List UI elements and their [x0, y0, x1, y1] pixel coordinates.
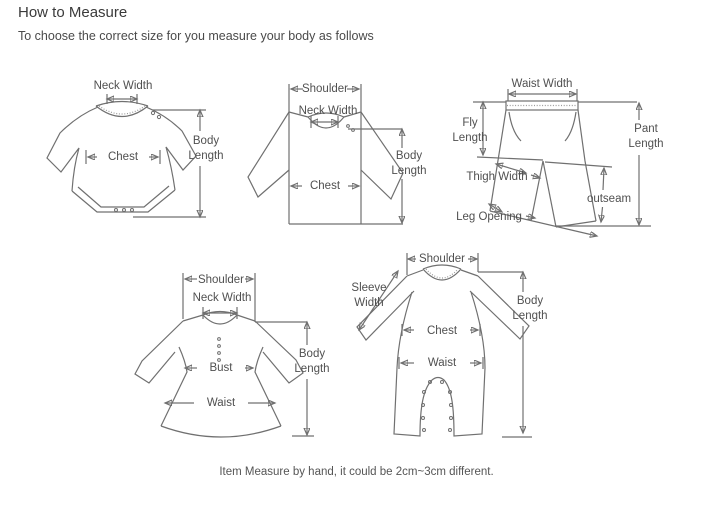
label-dress-neck-width: Neck Width [192, 292, 252, 304]
label-pants-leg-opening: Leg Opening [456, 211, 522, 223]
measure-note: Item Measure by hand, it could be 2cm~3c… [219, 466, 494, 478]
label-dress-waist: Waist [206, 397, 236, 409]
label-shirt-body-length: Body Length [391, 150, 427, 178]
label-dress-body-length: Body Length [294, 348, 330, 376]
label-romper-sleeve-width: Sleeve Width [351, 282, 387, 310]
label-shirt-shoulder: Shoulder [301, 83, 349, 95]
label-dress-bust: Bust [209, 362, 233, 374]
label-shirt-chest: Chest [309, 180, 341, 192]
page-title: How to Measure [18, 4, 128, 21]
label-romper-shoulder: Shoulder [418, 253, 466, 265]
romper-drawing [356, 253, 532, 438]
label-bodysuit-body-length: Body Length [188, 135, 224, 163]
label-pants-outseam: outseam [586, 193, 632, 205]
label-pants-thigh-width: Thigh Width [466, 171, 528, 183]
label-bodysuit-neck-width: Neck Width [93, 80, 153, 92]
label-pants-pant-length: Pant Length [628, 123, 664, 151]
shirt-drawing [247, 84, 403, 225]
dress-drawing [134, 273, 314, 438]
label-romper-waist: Waist [427, 357, 457, 369]
label-pants-fly-length: Fly Length [452, 117, 488, 145]
label-shirt-neck-width: Neck Width [298, 105, 358, 117]
bodysuit-drawing [46, 94, 206, 217]
page-subtitle: To choose the correct size for you measu… [18, 29, 374, 43]
label-dress-shoulder: Shoulder [197, 274, 245, 286]
label-romper-body-length: Body Length [512, 295, 548, 323]
label-romper-chest: Chest [426, 325, 458, 337]
label-pants-waist-width: Waist Width [511, 78, 573, 90]
label-bodysuit-chest: Chest [107, 151, 139, 163]
pants-drawing [473, 89, 651, 236]
